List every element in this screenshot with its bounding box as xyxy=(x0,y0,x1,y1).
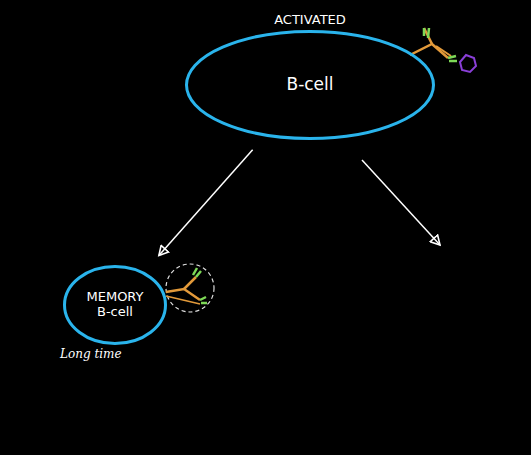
differentiation-arrow xyxy=(159,150,253,256)
note-label: Long time xyxy=(60,347,122,361)
cell-label: B-cell xyxy=(210,75,410,95)
antibody-with-antigen xyxy=(410,28,476,72)
activated-b-cell: ACTIVATEDB-cell xyxy=(185,30,435,140)
memory-b-cell: MEMORY B-cell xyxy=(63,265,167,345)
cell-label: MEMORY B-cell xyxy=(78,290,152,320)
cell-heading: ACTIVATED xyxy=(210,13,410,28)
open-arrow xyxy=(362,160,440,245)
memory-antibody xyxy=(166,264,214,312)
